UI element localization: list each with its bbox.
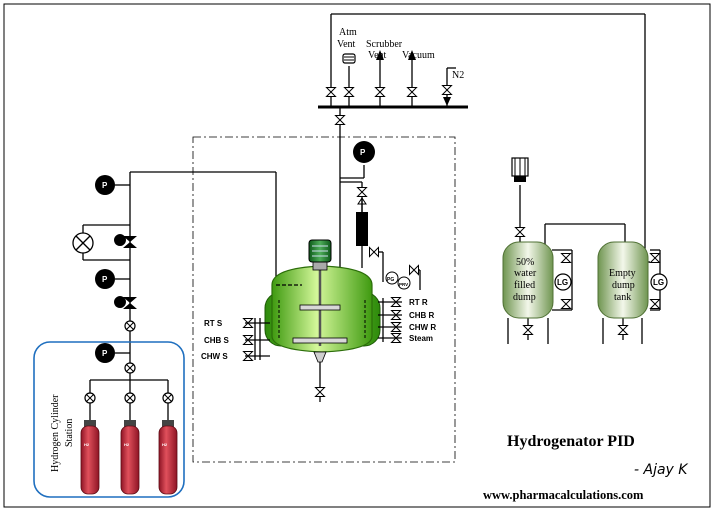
jacket-inlet-rt: RT S [204,319,223,328]
valve-icon [390,310,402,320]
ball-valve-cross [86,394,94,402]
valve-icon [242,318,254,328]
valve-icon [325,87,337,97]
valve-icon [522,325,534,335]
valve-icon [390,333,402,343]
ball-valve-cross [164,394,172,402]
jacket-outlet-chb: CHB R [409,311,435,320]
website-label: www.pharmacalculations.com [483,488,644,502]
jacket-inlet-chw: CHW S [201,352,228,361]
flow-indicator-icon [72,232,94,254]
dump-tank-2-line-2: dump [612,280,635,291]
hydrogen-supply-piping [82,172,169,420]
pressure-gauge-instrument: PG [385,271,399,285]
dump-tank-2-line-3: tank [614,292,631,303]
author-label: - Ajay K [634,462,689,478]
line-pressure-gauge-1: P [95,175,130,195]
dump-tank-1-line-2: water [514,268,537,279]
atm-vent-label: Atm [339,27,357,38]
valve-icon [441,85,453,95]
hydrogenator-vessel [264,260,381,363]
ball-valve-icons [84,320,174,404]
valve-icon [390,322,402,332]
valve-icon [649,253,661,263]
vacuum-label: Vacuum [402,50,435,61]
svg-text:H2: H2 [84,442,90,447]
svg-text:P: P [102,181,108,190]
reactor-boundary [192,136,456,463]
valve-icon [649,299,661,309]
pressure-relief-valve-instrument: PRV [397,276,411,290]
dump-tank-1-line-3: filled [514,280,535,291]
valve-icon [369,246,379,258]
valve-icon [242,351,254,361]
atm-vent-label-2: Vent [337,39,356,50]
agitator-motor-icon [308,239,332,263]
svg-text:PRV: PRV [399,282,408,287]
cylinder-station-label: Hydrogen Cylinder [50,394,61,472]
svg-text:H2: H2 [162,442,168,447]
level-gauge-2: LG [650,273,668,291]
dump-tank-2-line-1: Empty [609,268,636,279]
valve-icons [242,85,661,397]
svg-text:LG: LG [557,278,568,287]
jacket-outlet-lines [378,298,402,342]
jacket-inlet-lines [245,318,270,360]
valve-icon [409,264,419,276]
dump-tank-1-line-4: dump [513,292,536,303]
ball-valve-cross [126,364,134,372]
valve-icon [390,297,402,307]
hydrogen-cylinder-2: H2 [120,420,140,495]
valve-icon [406,87,418,97]
flame-arrestor-icon [342,53,356,64]
svg-text:P: P [102,349,108,358]
dump-tank-1-line-1: 50% [516,257,534,268]
jacket-outlet-rt: RT R [409,298,428,307]
ball-valve-cross [126,394,134,402]
jacket-outlet-chw: CHW R [409,323,436,332]
svg-text:H2: H2 [124,442,130,447]
dump-vent-icon [511,157,529,182]
valve-icon [356,187,368,197]
cylinder-station-label-2: Station [64,419,75,447]
cylinder-station-box [33,341,185,498]
svg-text:P: P [102,275,108,284]
valve-icon [343,87,355,97]
valve-icon [242,335,254,345]
dump-tank-2 [597,241,649,319]
hydrogen-cylinder-1: H2 [80,420,100,495]
valve-icon [334,115,346,125]
valve-icon [617,325,629,335]
scrubber-vent-label: Scrubber [366,39,403,50]
diagram-title: Hydrogenator PID [507,433,635,450]
n2-label: N2 [452,70,464,81]
control-valve-icon [114,234,137,309]
dump-tank-1 [502,241,554,319]
valve-icon [374,87,386,97]
jacket-inlet-chb: CHB S [204,336,230,345]
hydrogen-cylinder-3: H2 [158,420,178,495]
level-gauge-1: LG [554,273,572,291]
filter-element-icon [356,197,368,246]
vent-arrow-icon [376,50,451,106]
valve-icon [560,299,572,309]
outer-frame [3,3,711,508]
ball-valve-cross [126,322,134,330]
line-pressure-gauge-2: P [95,269,130,289]
svg-text:LG: LG [653,278,664,287]
svg-text:PG: PG [387,277,394,283]
reactor-pressure-gauge: P [353,141,375,163]
svg-text:P: P [360,148,366,157]
jacket-outlet-steam: Steam [409,334,433,343]
valve-icon [314,387,326,397]
valve-icon [560,253,572,263]
scrubber-vent-label-2: Vent [368,50,387,61]
station-pressure-gauge: P [95,343,130,363]
valve-icon [514,227,526,237]
